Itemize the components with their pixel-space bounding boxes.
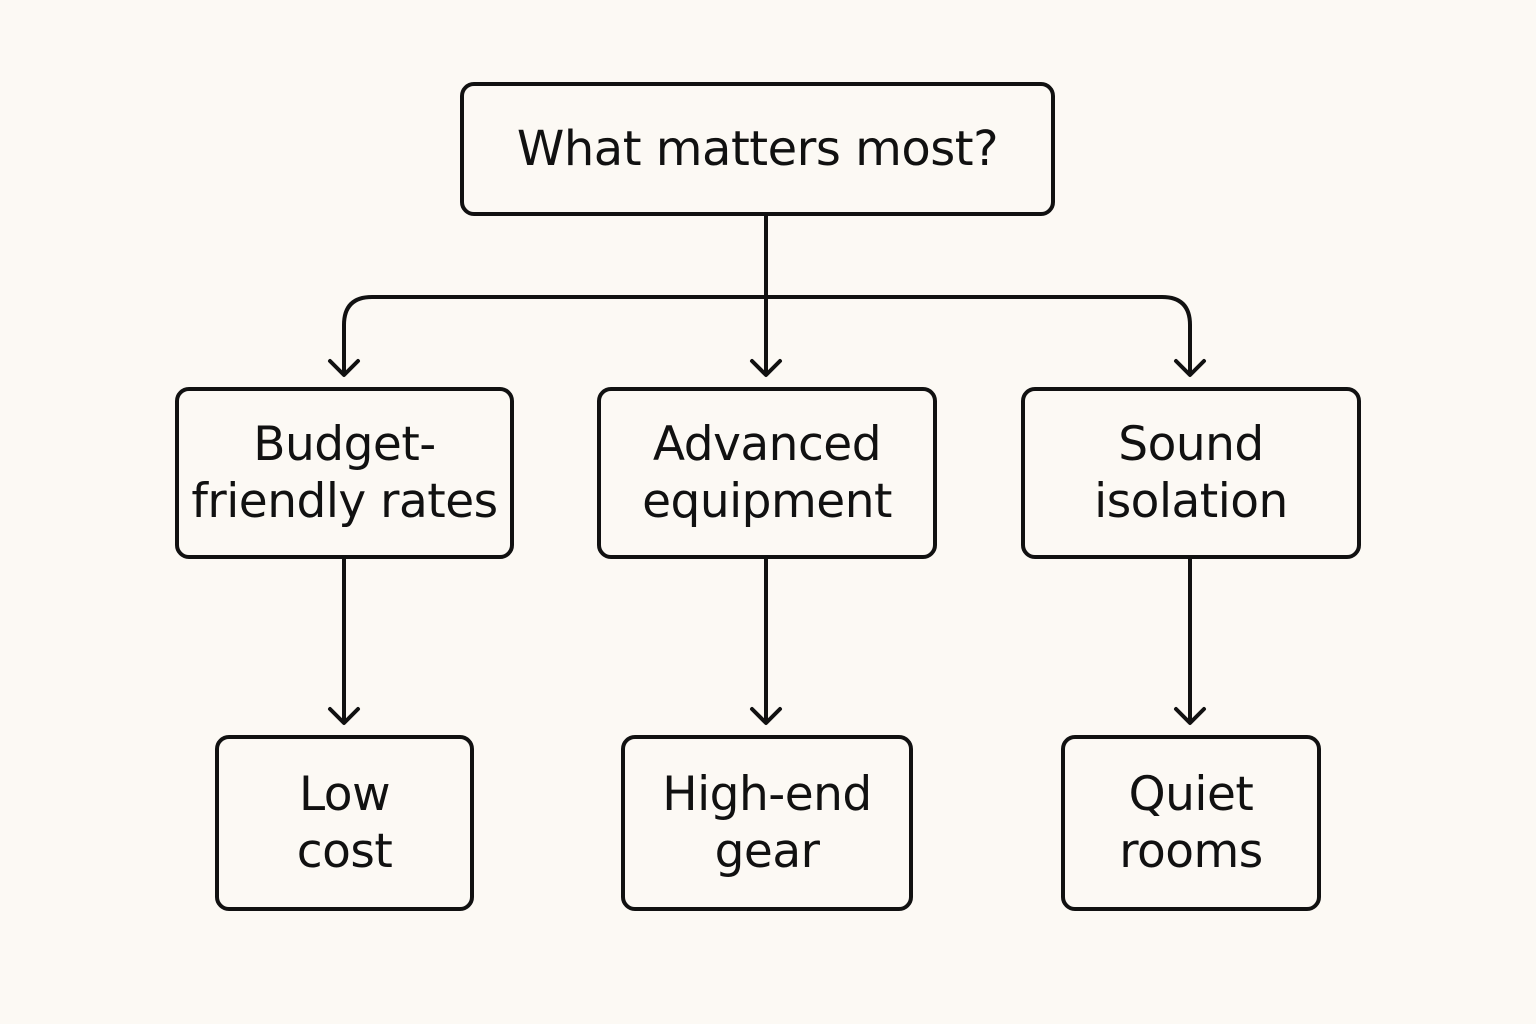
result-box-highend: High-end gear <box>621 735 913 911</box>
connector-root-to-budget <box>342 295 768 376</box>
option-label-budget: Budget- friendly rates <box>191 416 498 529</box>
root-question-box: What matters most? <box>460 82 1055 216</box>
arrowhead-lowcost <box>328 707 360 725</box>
option-label-advanced: Advanced equipment <box>642 416 892 529</box>
result-label-quiet: Quiet rooms <box>1119 766 1263 879</box>
arrowhead-quiet <box>1174 707 1206 725</box>
result-box-lowcost: Low cost <box>215 735 474 911</box>
arrowhead-sound <box>1174 359 1206 377</box>
result-label-highend: High-end gear <box>662 766 872 879</box>
result-box-quiet: Quiet rooms <box>1061 735 1321 911</box>
option-label-sound: Sound isolation <box>1094 416 1288 529</box>
arrowhead-budget <box>328 359 360 377</box>
root-question-label: What matters most? <box>516 120 999 177</box>
option-box-budget: Budget- friendly rates <box>175 387 514 559</box>
option-box-advanced: Advanced equipment <box>597 387 937 559</box>
result-label-lowcost: Low cost <box>296 766 393 879</box>
arrowhead-highend <box>750 707 782 725</box>
option-box-sound: Sound isolation <box>1021 387 1361 559</box>
arrowhead-advanced <box>750 359 782 377</box>
connector-root-to-sound <box>764 295 1192 376</box>
